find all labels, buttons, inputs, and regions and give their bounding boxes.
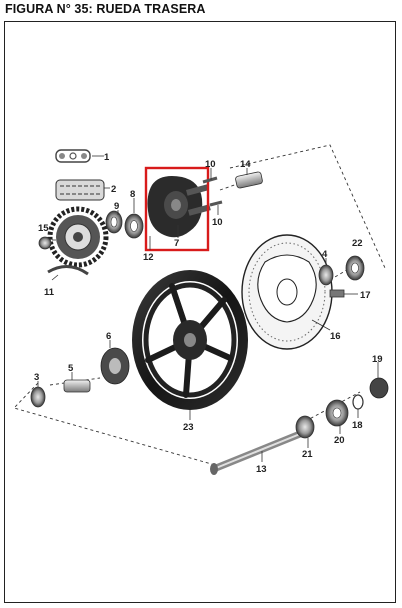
rear-sprocket-part <box>47 206 109 268</box>
callout-22: 22 <box>352 238 363 249</box>
callout-2: 2 <box>111 184 116 195</box>
callout-1: 1 <box>104 152 110 163</box>
axle-spacer-part <box>295 415 315 439</box>
stud-bolt-part <box>202 176 223 207</box>
hub-damper-part <box>100 347 130 385</box>
brake-disc-part <box>241 234 333 350</box>
callout-11: 11 <box>44 287 55 298</box>
callout-18: 18 <box>352 420 363 431</box>
oil-seal-part <box>345 255 365 281</box>
callout-9: 9 <box>114 201 119 212</box>
callout-14: 14 <box>240 159 251 170</box>
callout-8: 8 <box>130 189 135 200</box>
leader-lines <box>37 155 379 462</box>
callout-10b: 10 <box>212 217 223 228</box>
washer-part <box>352 394 364 410</box>
hub-flange-part <box>147 176 211 238</box>
callout-5: 5 <box>68 363 74 374</box>
callout-23: 23 <box>183 422 194 433</box>
chain-part <box>55 179 105 201</box>
spacer-part <box>235 171 263 189</box>
highlight-box <box>144 166 210 252</box>
bearing-part <box>30 386 46 408</box>
callout-19: 19 <box>372 354 383 365</box>
callout-12: 12 <box>143 252 154 263</box>
callout-21: 21 <box>302 449 313 460</box>
axle-nut-part <box>369 377 389 399</box>
bearing-part <box>318 264 334 286</box>
callout-10a: 10 <box>205 159 216 170</box>
callout-20: 20 <box>334 435 345 446</box>
axle-part <box>210 430 304 475</box>
collar-part <box>325 399 349 427</box>
diagram-frame <box>4 21 396 603</box>
bearing-part <box>124 213 144 239</box>
disc-bolt-part <box>329 289 345 298</box>
chain-link-part <box>55 149 91 163</box>
sprocket-bolt-part <box>38 236 52 250</box>
bearing-part <box>105 210 123 234</box>
callout-7: 7 <box>174 238 179 249</box>
callout-6: 6 <box>106 331 111 342</box>
figure-title: FIGURA N° 35: RUEDA TRASERA <box>5 2 206 16</box>
callout-15: 15 <box>38 223 49 234</box>
callout-4: 4 <box>322 249 328 260</box>
collar-part <box>63 379 91 393</box>
callout-labels: 1 2 3 4 5 6 7 8 9 10 10 11 12 13 14 15 1… <box>34 152 383 475</box>
callout-13: 13 <box>256 464 267 475</box>
chain-guard-part <box>47 265 89 276</box>
rear-wheel-part <box>132 270 248 410</box>
callout-17: 17 <box>360 290 371 301</box>
callout-3: 3 <box>34 372 39 383</box>
callout-16: 16 <box>330 331 341 342</box>
